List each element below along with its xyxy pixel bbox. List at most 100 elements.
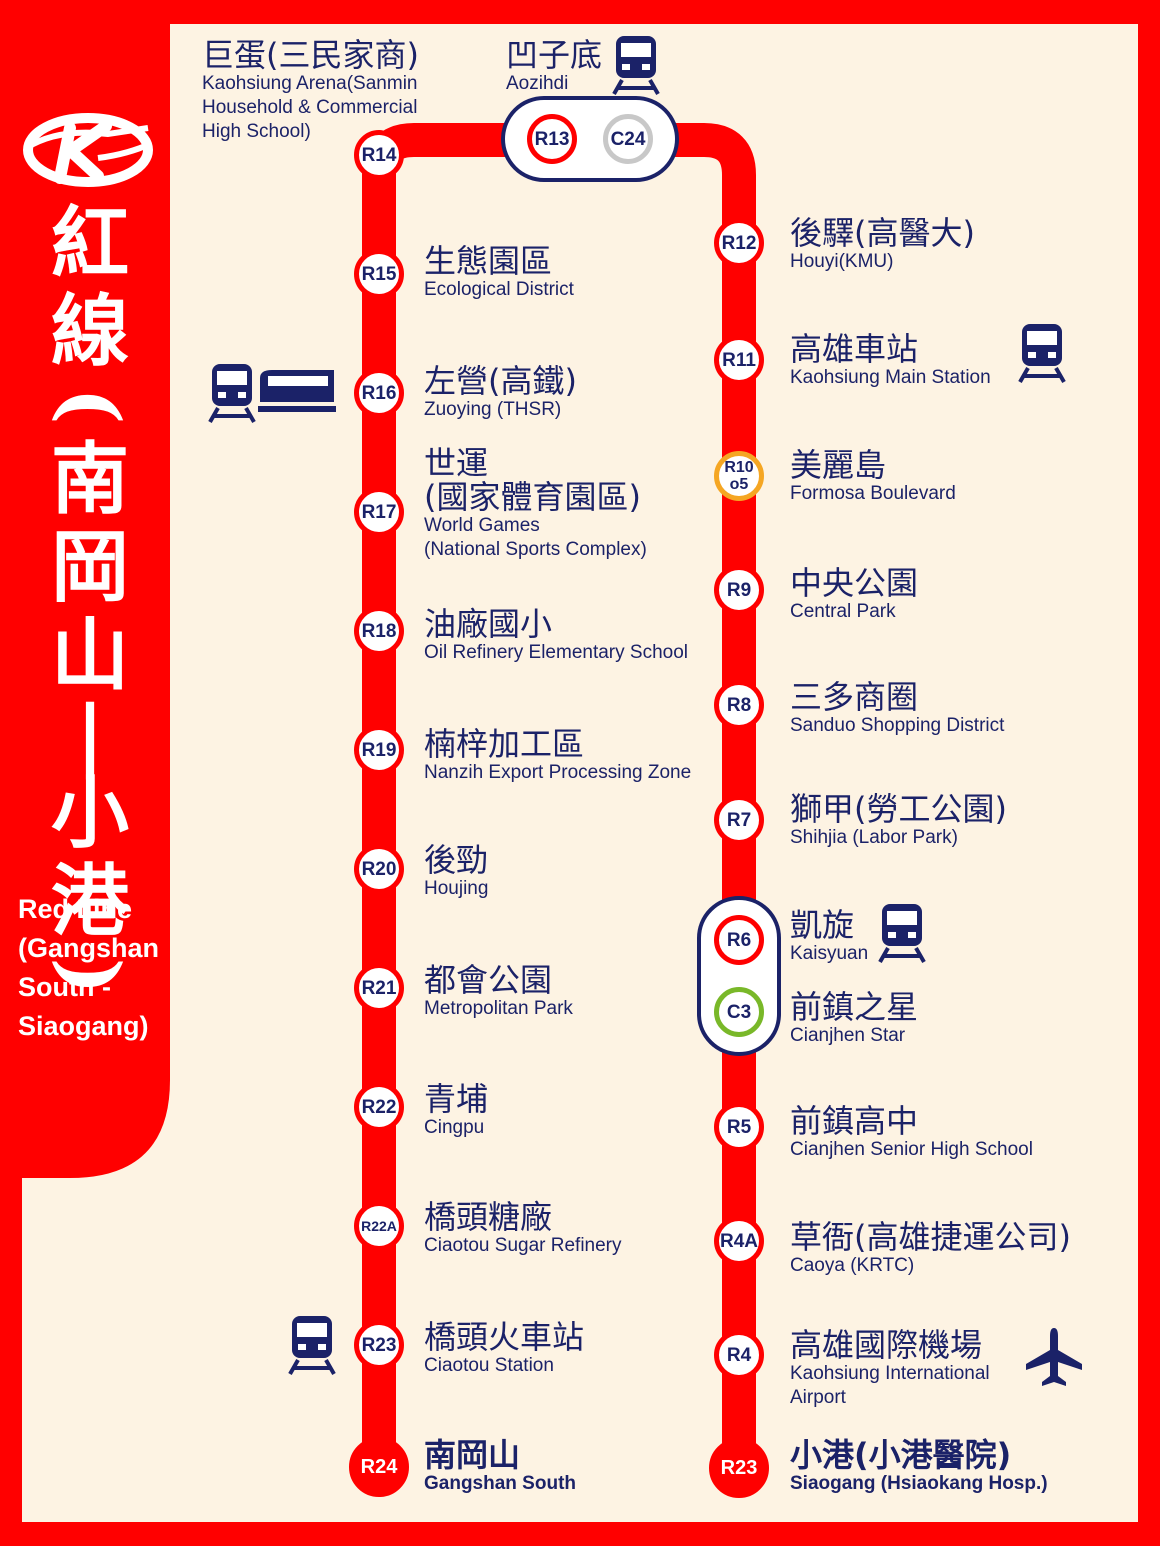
station-name-en: Gangshan South [424, 1473, 576, 1494]
station-name-en: Formosa Boulevard [790, 483, 956, 504]
station-name-en: Cingpu [424, 1117, 485, 1138]
station-badge-r19[interactable]: R19 [354, 725, 404, 775]
station-name-en-line2: Airport [790, 1387, 846, 1408]
station-badge-r21[interactable]: R21 [354, 963, 404, 1013]
station-badge-r9[interactable]: R9 [714, 565, 764, 615]
train-icon [612, 34, 660, 100]
title-char: 小 [50, 768, 129, 859]
station-name-en: Ecological District [424, 279, 574, 300]
title-char: 岡 [50, 522, 129, 613]
station-name-zh: 都會公園 [424, 961, 553, 999]
station-name-en: Sanduo Shopping District [790, 715, 1005, 736]
train-icon [878, 902, 926, 968]
station-label-r20[interactable]: 後勁 Houjing [424, 843, 488, 901]
station-name-zh: 中央公園 [790, 564, 919, 602]
station-label-r16[interactable]: 左營(高鐵) Zuoying (THSR) [424, 364, 577, 422]
station-label-r10[interactable]: 美麗島 Formosa Boulevard [790, 448, 956, 506]
station-label-r15[interactable]: 生態園區 Ecological District [424, 244, 574, 302]
station-name-en: Oil Refinery Elementary School [424, 642, 688, 663]
station-badge-r22a[interactable]: R22A [354, 1201, 404, 1251]
station-name-en: Metropolitan Park [424, 998, 573, 1019]
station-name-zh: 草衙(高雄捷運公司) [790, 1218, 1071, 1256]
station-badge-r20[interactable]: R20 [354, 844, 404, 894]
station-badge-r18[interactable]: R18 [354, 606, 404, 656]
station-label-c3[interactable]: 前鎮之星 Cianjhen Star [790, 990, 918, 1048]
station-badge-r8[interactable]: R8 [714, 680, 764, 730]
station-badge-r13[interactable]: R13 [527, 114, 577, 164]
station-name-zh: 美麗島 [790, 446, 887, 484]
station-name-zh: 前鎮高中 [790, 1102, 919, 1140]
station-name-en: Kaohsiung Arena(Sanmin [202, 73, 418, 94]
station-badge-c3[interactable]: C3 [714, 987, 764, 1037]
station-badge-r4a[interactable]: R4A [714, 1216, 764, 1266]
sidebar-panel [22, 24, 170, 1178]
station-label-r5[interactable]: 前鎮高中 Cianjhen Senior High School [790, 1104, 1033, 1162]
station-label-r24[interactable]: 南岡山 Gangshan South [424, 1438, 576, 1496]
station-badge-r23-north[interactable]: R23 [354, 1320, 404, 1370]
station-name-en-line2: Household & Commercial [202, 97, 418, 118]
station-badge-r14[interactable]: R14 [354, 130, 404, 180]
station-badge-c24[interactable]: C24 [603, 114, 653, 164]
station-label-r22[interactable]: 青埔 Cingpu [424, 1082, 488, 1140]
station-name-zh: 巨蛋(三民家商) [202, 36, 419, 74]
station-badge-r24[interactable]: R24 [349, 1437, 409, 1497]
station-name-zh: 生態園區 [424, 242, 553, 280]
station-name-zh: 後勁 [424, 841, 489, 879]
station-label-r21[interactable]: 都會公園 Metropolitan Park [424, 963, 573, 1021]
station-label-r22a[interactable]: 橋頭糖廠 Ciaotou Sugar Refinery [424, 1200, 622, 1258]
station-badge-r15[interactable]: R15 [354, 249, 404, 299]
station-label-r18[interactable]: 油廠國小 Oil Refinery Elementary School [424, 607, 688, 665]
station-name-en: Ciaotou Sugar Refinery [424, 1235, 622, 1256]
line-title-zh: 紅線(南岡山|小港) [44, 200, 136, 1006]
hsr-icon [258, 368, 336, 420]
station-label-r11[interactable]: 高雄車站 Kaohsiung Main Station [790, 332, 991, 390]
station-label-r23-south[interactable]: 小港(小港醫院) Siaogang (Hsiaokang Hosp.) [790, 1438, 1048, 1496]
station-badge-r6[interactable]: R6 [714, 915, 764, 965]
logo-icon [23, 113, 153, 187]
station-label-r4[interactable]: 高雄國際機場 Kaohsiung International Airport [790, 1328, 990, 1410]
station-label-r12[interactable]: 後驛(高醫大) Houyi(KMU) [790, 216, 975, 274]
station-name-en: Cianjhen Senior High School [790, 1139, 1033, 1160]
station-name-zh: 油廠國小 [424, 605, 553, 643]
station-label-r7[interactable]: 獅甲(勞工公園) Shihjia (Labor Park) [790, 792, 1007, 850]
station-name-en: Zuoying (THSR) [424, 399, 562, 420]
station-label-r13[interactable]: 凹子底 Aozihdi [506, 38, 602, 96]
station-label-r4a[interactable]: 草衙(高雄捷運公司) Caoya (KRTC) [790, 1220, 1071, 1278]
station-badge-r23-south[interactable]: R23 [709, 1438, 769, 1498]
station-name-en: Cianjhen Star [790, 1025, 906, 1046]
train-icon [288, 1314, 336, 1380]
station-label-r23-north[interactable]: 橋頭火車站 Ciaotou Station [424, 1320, 584, 1378]
train-icon [1018, 322, 1066, 388]
station-name-en: Shihjia (Labor Park) [790, 827, 958, 848]
station-name-en: Kaisyuan [790, 943, 869, 964]
line-title-en: Red Line (Gangshan South - Siaogang) [18, 894, 160, 1041]
station-badge-r4[interactable]: R4 [714, 1330, 764, 1380]
station-badge-r17[interactable]: R17 [354, 487, 404, 537]
station-badge-r16[interactable]: R16 [354, 368, 404, 418]
station-badge-r11[interactable]: R11 [714, 335, 764, 385]
station-name-zh: 高雄國際機場 [790, 1326, 983, 1364]
station-label-r14[interactable]: 巨蛋(三民家商) Kaohsiung Arena(Sanmin Househol… [202, 38, 419, 144]
station-name-en-line3: High School) [202, 121, 311, 142]
station-badge-r7[interactable]: R7 [714, 795, 764, 845]
station-label-r19[interactable]: 楠梓加工區 Nanzih Export Processing Zone [424, 727, 691, 785]
station-label-r17[interactable]: 世運 (國家體育園區) World Games (National Sports… [424, 446, 647, 562]
train-icon [208, 362, 256, 428]
station-badge-r12[interactable]: R12 [714, 218, 764, 268]
station-label-r9[interactable]: 中央公園 Central Park [790, 566, 918, 624]
station-badge-r5[interactable]: R5 [714, 1102, 764, 1152]
station-name-zh: 小港(小港醫院) [790, 1436, 1012, 1474]
station-name-en: World Games [424, 515, 540, 536]
station-name-en: Siaogang (Hsiaokang Hosp.) [790, 1473, 1048, 1494]
title-char: ( [45, 387, 136, 425]
station-label-r8[interactable]: 三多商圈 Sanduo Shopping District [790, 680, 1004, 738]
station-name-zh: 南岡山 [424, 1436, 521, 1474]
station-badge-r22[interactable]: R22 [354, 1082, 404, 1132]
station-name-zh: 獅甲(勞工公園) [790, 790, 1007, 828]
station-name-en: Houyi(KMU) [790, 251, 894, 272]
station-label-r6[interactable]: 凱旋 Kaisyuan [790, 908, 868, 966]
station-name-zh: 三多商圈 [790, 678, 919, 716]
map-panel [22, 24, 1138, 1522]
